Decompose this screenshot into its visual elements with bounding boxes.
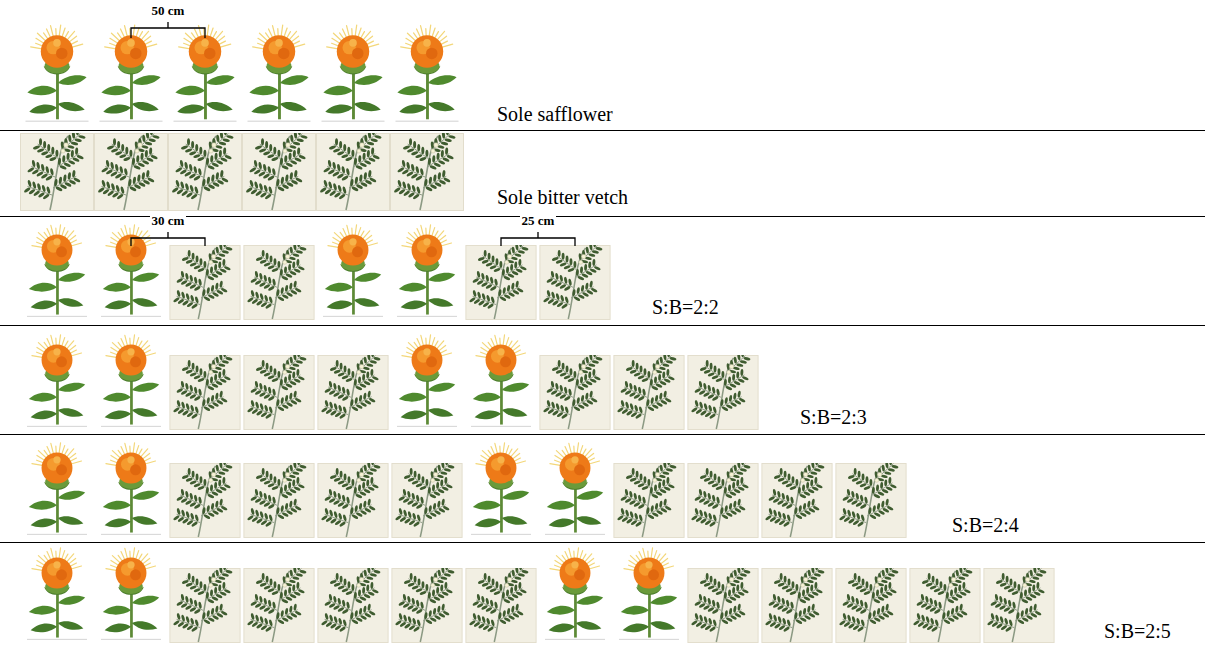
bitter-vetch-plant <box>170 350 240 429</box>
safflower-plant <box>27 443 87 535</box>
bitter-vetch-plant <box>688 350 758 429</box>
safflower-plant <box>397 225 457 317</box>
treatment-label: S:B=2:3 <box>800 406 867 429</box>
treatment-label: S:B=2:2 <box>652 296 719 319</box>
safflower-plant <box>323 225 383 317</box>
bitter-vetch-plant <box>614 350 684 429</box>
safflower-plant <box>101 335 161 427</box>
safflower-plant <box>101 548 161 640</box>
safflower-plant <box>545 443 605 535</box>
bitter-vetch-plant <box>95 128 168 211</box>
safflower-plant <box>27 548 87 640</box>
safflower-plant <box>619 548 679 640</box>
bitter-vetch-plant <box>466 563 536 642</box>
safflower-plant <box>27 225 87 317</box>
bitter-vetch-plant <box>392 563 462 642</box>
safflower-plant <box>396 25 459 121</box>
bitter-vetch-plant <box>21 128 94 211</box>
bitter-vetch-plant <box>762 458 832 537</box>
safflower-plant <box>397 335 457 427</box>
bitter-vetch-plant <box>317 128 390 211</box>
bitter-vetch-plant <box>910 563 980 642</box>
bitter-vetch-plant <box>170 240 240 319</box>
safflower-plant <box>471 335 531 427</box>
bitter-vetch-plant <box>688 458 758 537</box>
treatment-label: Sole safflower <box>497 103 613 126</box>
bitter-vetch-plant <box>392 458 462 537</box>
safflower-plant <box>174 25 237 121</box>
safflower-plant <box>26 25 89 121</box>
bitter-vetch-plant <box>244 458 314 537</box>
bitter-vetch-plant <box>318 458 388 537</box>
bitter-vetch-plant <box>836 563 906 642</box>
bitter-vetch-plant <box>243 128 316 211</box>
bitter-vetch-plant <box>318 350 388 429</box>
treatment-label: S:B=2:5 <box>1104 620 1171 643</box>
treatment-label: Sole bitter vetch <box>497 186 628 209</box>
bitter-vetch-plant <box>836 458 906 537</box>
bitter-vetch-plant <box>762 563 832 642</box>
bitter-vetch-plant <box>540 350 610 429</box>
row-separators <box>0 131 1205 543</box>
spacing-dimension: 30 cm <box>150 214 187 229</box>
safflower-plant <box>248 25 311 121</box>
bitter-vetch-plant <box>244 350 314 429</box>
safflower-plant <box>322 25 385 121</box>
bitter-vetch-plant <box>984 563 1054 642</box>
bitter-vetch-plant <box>244 563 314 642</box>
bitter-vetch-plant <box>170 563 240 642</box>
spacing-brackets <box>131 22 575 246</box>
bitter-vetch-plant <box>614 458 684 537</box>
spacing-dimension: 25 cm <box>520 214 557 229</box>
bitter-vetch-plant <box>540 240 610 319</box>
safflower-plant <box>101 443 161 535</box>
bitter-vetch-plant <box>170 458 240 537</box>
safflower-plant <box>471 443 531 535</box>
treatment-label: S:B=2:4 <box>952 514 1019 537</box>
safflower-plant <box>27 335 87 427</box>
bitter-vetch-plant <box>391 128 464 211</box>
bitter-vetch-plant <box>318 563 388 642</box>
bitter-vetch-plant <box>169 128 242 211</box>
bitter-vetch-plant <box>688 563 758 642</box>
bitter-vetch-plant <box>244 240 314 319</box>
safflower-plant <box>100 25 163 121</box>
safflower-plant <box>545 548 605 640</box>
spacing-dimension: 50 cm <box>150 4 187 19</box>
bitter-vetch-plant <box>466 240 536 319</box>
